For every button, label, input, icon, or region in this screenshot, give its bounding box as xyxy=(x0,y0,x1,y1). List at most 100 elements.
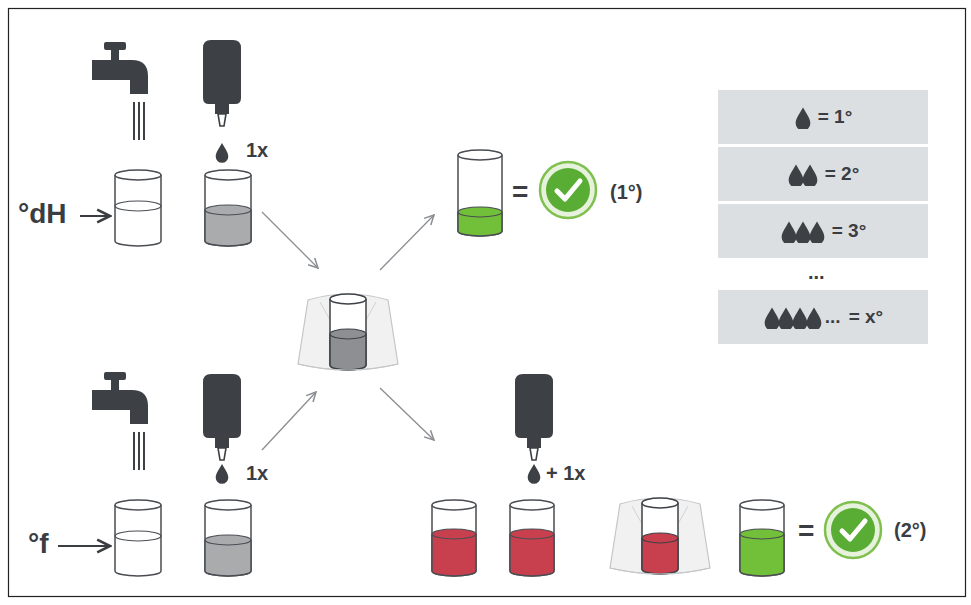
glass-body xyxy=(115,505,161,576)
count-label: + 1x xyxy=(546,463,585,483)
glass-liquid xyxy=(432,534,476,576)
bottle-neck xyxy=(215,438,229,448)
glass-body xyxy=(740,505,784,576)
test-glass xyxy=(510,500,554,576)
tap-stem xyxy=(111,50,119,60)
unit-label: °f xyxy=(28,530,49,558)
water-stream xyxy=(143,432,145,470)
tap-icon xyxy=(92,372,148,470)
bottle-body xyxy=(203,374,241,438)
glass-outline xyxy=(642,538,678,574)
glass-rim xyxy=(205,170,251,180)
glass-body xyxy=(330,299,366,370)
tap-body xyxy=(92,390,148,424)
scale-row: = 3° xyxy=(718,204,928,258)
comparator-edge xyxy=(610,568,710,574)
test-glass xyxy=(330,294,366,370)
check-disc xyxy=(546,168,590,212)
glass-body xyxy=(432,505,476,576)
equals-sign: = xyxy=(798,517,814,545)
glass-rim xyxy=(510,500,554,510)
test-glass xyxy=(642,498,678,574)
dropper-bottle xyxy=(203,374,241,460)
result-label: (2°) xyxy=(894,520,926,540)
tap-stem xyxy=(111,380,119,390)
check-ring xyxy=(825,502,881,558)
glass-outline xyxy=(510,534,554,576)
count-label: 1x xyxy=(246,140,268,160)
liquid-surface xyxy=(458,207,502,217)
glass-liquid xyxy=(740,534,784,576)
bottle-neck xyxy=(527,438,541,448)
drop-icon xyxy=(528,464,541,484)
liquid-surface xyxy=(330,329,366,339)
bottle-tip xyxy=(218,114,226,126)
liquid-surface xyxy=(205,205,251,215)
check-icon xyxy=(825,502,881,558)
water-stream xyxy=(138,432,140,470)
ellipsis: ... xyxy=(808,262,825,282)
scale-value: = 3° xyxy=(832,220,867,242)
scale-row: = 2° xyxy=(718,147,928,201)
drop-icon xyxy=(781,222,796,244)
test-glass xyxy=(205,500,251,576)
drop-icon xyxy=(795,108,810,130)
water-stream xyxy=(133,432,135,470)
glass-rim xyxy=(115,170,161,180)
scale-row: = 1° xyxy=(718,90,928,144)
drop-row xyxy=(763,305,823,329)
check-disc xyxy=(831,508,875,552)
glass-rim xyxy=(740,500,784,510)
water-line xyxy=(115,201,161,211)
test-glass xyxy=(205,170,251,246)
bottle-body xyxy=(203,40,241,104)
glass-body xyxy=(510,505,554,576)
glass-body xyxy=(115,175,161,246)
bottle-body xyxy=(515,374,553,438)
tap-icon xyxy=(92,42,148,140)
check-mark xyxy=(557,181,580,199)
tap-handle xyxy=(104,42,126,50)
glass-rim xyxy=(205,500,251,510)
drop-icon xyxy=(795,222,810,244)
count-label: 1x xyxy=(246,463,268,483)
check-icon xyxy=(540,162,596,218)
tap-handle xyxy=(104,372,126,380)
bottle-tip xyxy=(218,448,226,460)
test-glass xyxy=(115,500,161,576)
drop-icon xyxy=(216,464,229,484)
comparator-block xyxy=(610,498,710,574)
water-stream xyxy=(143,102,145,140)
glass-rim xyxy=(115,500,161,510)
drop-icon xyxy=(809,222,824,244)
flow-arrow xyxy=(262,212,318,268)
dropper-bottle xyxy=(515,374,553,460)
test-glass xyxy=(740,500,784,576)
dropper-bottle xyxy=(203,40,241,126)
ellipsis: ... xyxy=(825,306,841,328)
glass-outline xyxy=(740,534,784,576)
test-glass xyxy=(458,150,502,236)
scale-value: = 1° xyxy=(818,106,853,128)
glass-rim xyxy=(330,294,366,304)
water-stream xyxy=(133,102,135,140)
water-stream xyxy=(138,102,140,140)
check-mark xyxy=(842,521,865,539)
glass-rim xyxy=(432,500,476,510)
glass-body xyxy=(642,503,678,574)
comparator-front xyxy=(610,568,710,574)
frame xyxy=(9,9,966,597)
flow-arrow xyxy=(380,215,434,270)
comparator-housing xyxy=(298,294,398,370)
drop-icon xyxy=(806,308,821,330)
comparator-front xyxy=(298,364,398,370)
bottle-neck xyxy=(215,104,229,114)
unit-label: °dH xyxy=(18,200,67,228)
glass-rim xyxy=(642,498,678,508)
glass-body xyxy=(458,155,502,236)
glass-outline xyxy=(432,534,476,576)
flow-arrow xyxy=(380,388,434,440)
check-ring xyxy=(540,162,596,218)
glass-outline xyxy=(330,334,366,370)
glass-outline xyxy=(205,540,251,576)
